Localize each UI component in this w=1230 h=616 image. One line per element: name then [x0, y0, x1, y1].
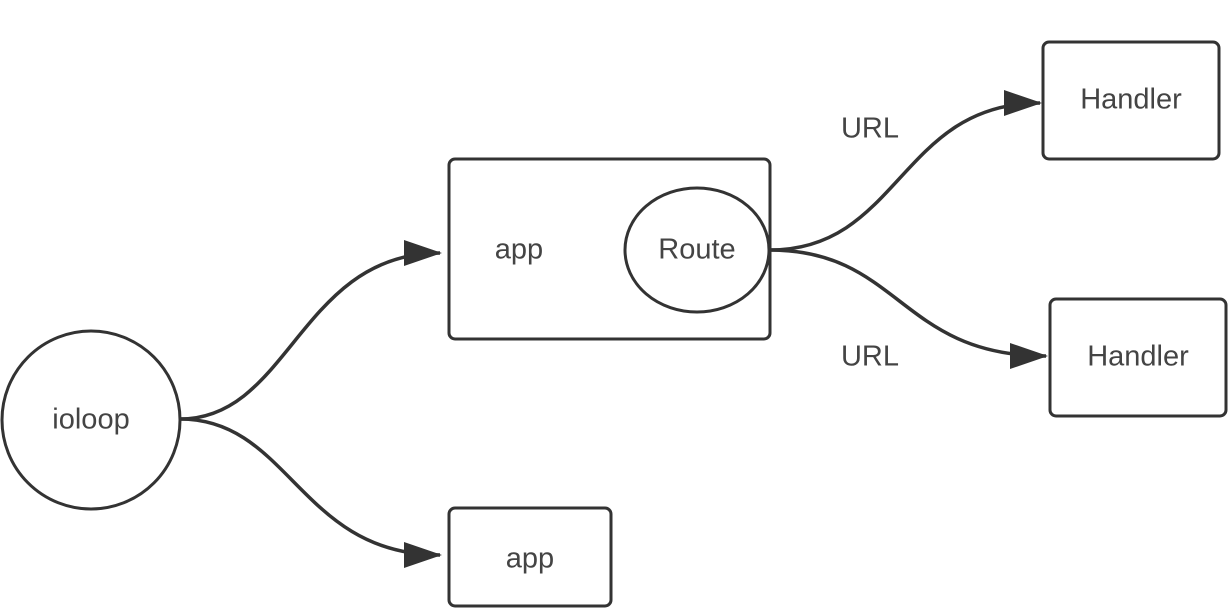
handler-top-box	[1041, 40, 1221, 161]
node-handler-bottom[interactable]: Handler	[1048, 297, 1228, 418]
handler-bottom-box	[1048, 297, 1228, 418]
route-label: Route	[658, 234, 735, 266]
ioloop-circle	[0, 329, 182, 511]
edge-ioloop-to-app-secondary	[179, 417, 442, 568]
edge-route-to-handler-bottom	[769, 248, 1048, 369]
node-ioloop[interactable]: ioloop	[0, 329, 182, 511]
node-app-secondary[interactable]: app	[447, 506, 613, 608]
edge-route-to-handler-top	[769, 90, 1042, 252]
node-route[interactable]: Route	[623, 186, 771, 314]
edge-label-url-bottom: URL	[841, 341, 899, 373]
app-secondary-box	[447, 506, 613, 608]
route-ellipse	[623, 186, 771, 314]
app-secondary-label: app	[506, 543, 554, 575]
handler-bottom-label: Handler	[1087, 341, 1189, 373]
edge-label-url-top: URL	[841, 113, 899, 145]
app-main-label: app	[495, 234, 543, 266]
edge-ioloop-to-app-main	[179, 240, 442, 421]
handler-top-label: Handler	[1080, 84, 1182, 116]
ioloop-label: ioloop	[52, 404, 129, 436]
node-handler-top[interactable]: Handler	[1041, 40, 1221, 161]
